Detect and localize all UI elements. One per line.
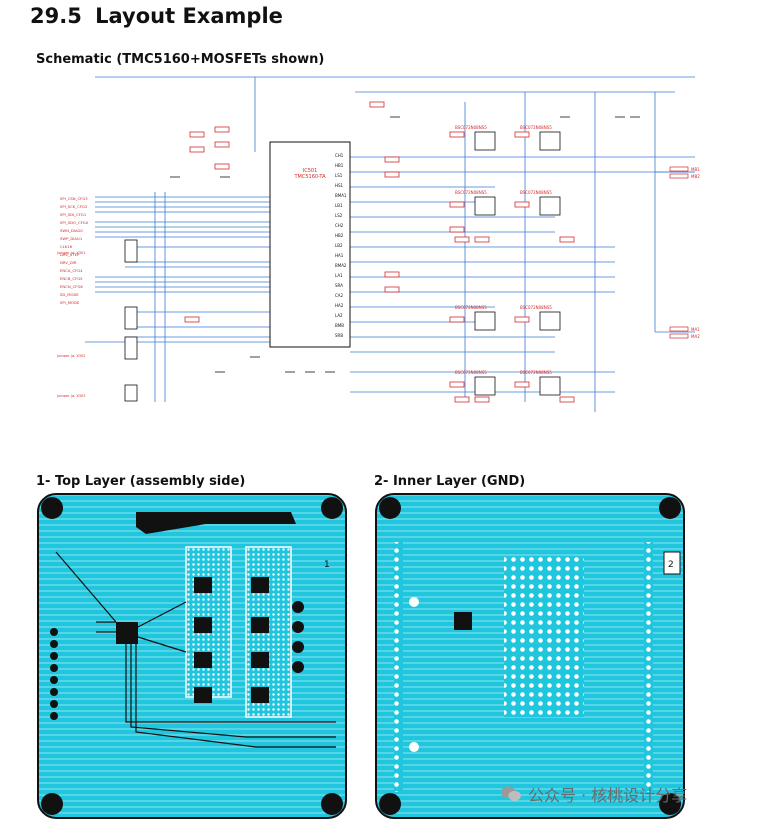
jumper-label: Jumper (a: X302 <box>56 354 85 358</box>
output-label: MA1 <box>691 327 700 332</box>
ic-pin-label: LB1 <box>335 203 343 208</box>
ic-pin-label: LS1 <box>335 173 343 178</box>
net-label: SD_MODE <box>60 292 79 297</box>
mosfet-label: BSC072N08NS5 <box>455 305 487 310</box>
net-label: ENCB_CFG5 <box>60 276 83 281</box>
ic-pin-label: SRA <box>335 283 343 288</box>
ic-pin-label: HA2 <box>335 303 344 308</box>
output-label: MA2 <box>691 334 700 339</box>
ic-pin-label: CH1 <box>335 153 344 158</box>
mosfet-label: BSC072N08NS5 <box>520 190 552 195</box>
net-label: SPI_SDO_CFG0 <box>60 220 89 225</box>
ic-label: TMC5160-TA <box>293 174 326 180</box>
output-label: MB2 <box>691 174 700 179</box>
section-title: Layout Example <box>95 4 283 28</box>
ic-pin-label: SRB <box>335 333 343 338</box>
net-label: ENCN_CFG6 <box>60 284 83 289</box>
mosfet-label: BSC072N08NS5 <box>520 370 552 375</box>
ic-ref: IC501 <box>303 168 318 174</box>
net-label: SPI_SDI_CFG1 <box>60 212 87 217</box>
schematic-diagram: IC501 TMC5160-TA <box>56 76 700 412</box>
ic-pin-label: HB2 <box>335 233 344 238</box>
ic-pin-label: LS2 <box>335 213 343 218</box>
svg-text:1: 1 <box>324 560 330 570</box>
net-label: SPI_MODE <box>60 300 80 305</box>
ic-pin-label: BMB <box>335 323 344 328</box>
ic-pin-label: LA2 <box>335 313 343 318</box>
mosfet-label: BSC072N08NS5 <box>520 305 552 310</box>
net-label: CLK16 <box>60 244 73 249</box>
jumper-label: Jumper (a: X303 <box>56 394 85 398</box>
ic-pin-label: HS1 <box>335 183 344 188</box>
ic-pin-label: BMA2 <box>335 263 347 268</box>
ic-pin-label: BMA1 <box>335 193 347 198</box>
ic-pin-label: CA2 <box>335 293 344 298</box>
panel-title-inner-layer: 2- Inner Layer (GND) <box>374 474 526 489</box>
pcb-top-layer-image: 1 <box>37 493 347 819</box>
section-number: 29.5 <box>30 4 82 28</box>
net-label: SPI_CSN_CFG3 <box>60 196 88 201</box>
pcb-inner-layer-image: 2 <box>375 493 685 819</box>
jumper-label: Jumper (a: X301 <box>56 251 85 255</box>
ic-pin-label: HA1 <box>335 253 344 258</box>
ic-pin-label: LA1 <box>335 273 343 278</box>
mosfet-label: BSC072N08NS5 <box>520 125 552 130</box>
schematic-title: Schematic (TMC5160+MOSFETs shown) <box>36 52 325 67</box>
ic-pin-label: HB1 <box>335 163 344 168</box>
net-label: SPI_SCK_CFG2 <box>60 204 88 209</box>
watermark-text: 公众号 · 核桃设计分享 <box>528 786 688 805</box>
watermark: 公众号 · 核桃设计分享 <box>500 782 687 806</box>
net-label: ENCA_CFG4 <box>60 268 83 273</box>
wechat-icon <box>501 786 521 801</box>
mosfet-label: BSC072N08NS5 <box>455 190 487 195</box>
ic-pin-label: CH2 <box>335 223 344 228</box>
ic-pin-label: LB2 <box>335 243 343 248</box>
svg-text:2: 2 <box>668 560 674 570</box>
mosfet-label: BSC072N08NS5 <box>455 125 487 130</box>
net-label: DRV_STEP <box>60 252 80 257</box>
mosfet-label: BSC072N08NS5 <box>455 370 487 375</box>
section-heading: 29.5 Layout Example <box>30 4 283 28</box>
net-label: SWP_DIAG1 <box>60 236 83 241</box>
net-label: SWN_DIAG0 <box>60 228 83 233</box>
panel-title-top-layer: 1- Top Layer (assembly side) <box>36 474 246 489</box>
output-label: MB1 <box>691 167 700 172</box>
net-label: DRV_DIR <box>60 260 77 265</box>
